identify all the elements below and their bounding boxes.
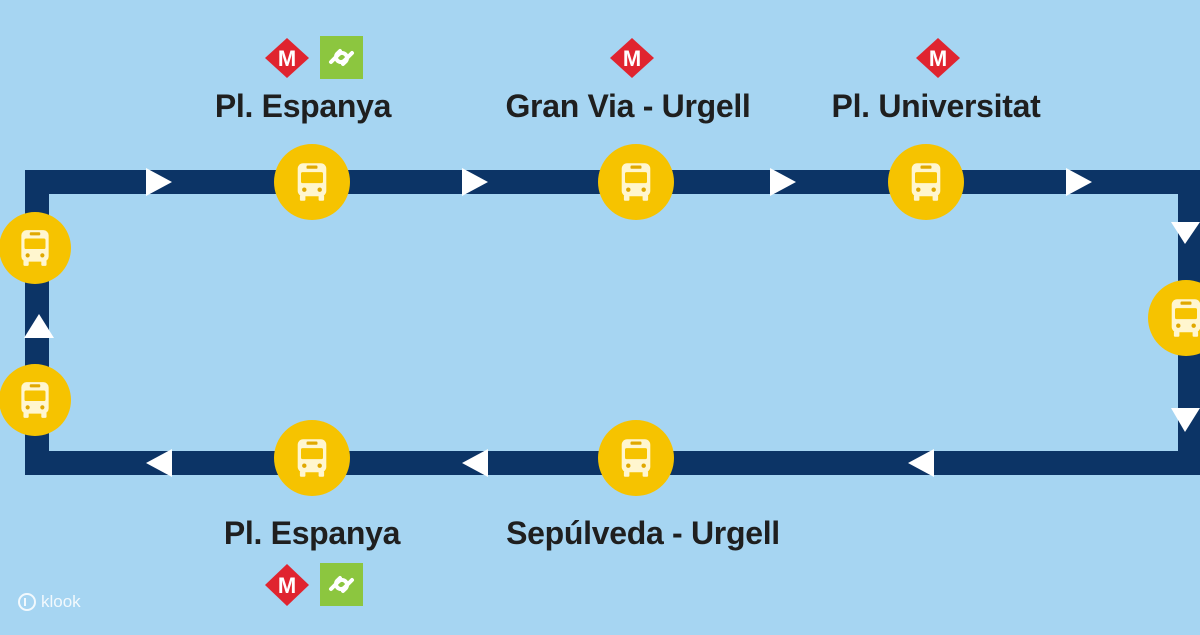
bus-stop-icon: [274, 420, 350, 496]
arrow-right-icon: [1066, 168, 1092, 196]
svg-text:M: M: [278, 573, 296, 598]
arrow-left-icon: [146, 449, 172, 477]
stop-label-pl-universitat: Pl. Universitat: [831, 88, 1041, 124]
bus-stop-icon: [0, 212, 71, 284]
arrow-left-icon: [908, 449, 934, 477]
stop-label-sepulveda-urgell: Sepúlveda - Urgell: [506, 515, 780, 551]
metro-icon: M: [916, 38, 960, 78]
metro-icon: M: [265, 38, 309, 78]
klook-logo-icon: [18, 593, 36, 611]
bus-stop-icon: [598, 144, 674, 220]
stop-label-pl-espanya-bottom: Pl. Espanya: [223, 515, 401, 551]
metro-icon: M: [265, 564, 309, 606]
fgc-icon: [320, 36, 363, 79]
arrow-right-icon: [146, 168, 172, 196]
bus-stop-icon: [888, 144, 964, 220]
svg-text:M: M: [929, 46, 947, 71]
metro-icon: M: [610, 38, 654, 78]
arrow-left-icon: [462, 449, 488, 477]
stop-label-pl-espanya-top: Pl. Espanya: [214, 88, 392, 124]
bus-stop-icon: [0, 364, 71, 436]
watermark: klook: [18, 592, 81, 612]
bus-stop-icon: [1148, 280, 1200, 356]
arrow-right-icon: [770, 168, 796, 196]
bus-stop-icon: [598, 420, 674, 496]
watermark-text: klook: [41, 592, 81, 611]
svg-text:M: M: [623, 46, 641, 71]
stop-label-gran-via-urgell: Gran Via - Urgell: [505, 88, 751, 124]
fgc-icon: [320, 563, 363, 606]
svg-text:M: M: [278, 46, 296, 71]
arrow-down-icon: [1171, 222, 1200, 244]
arrow-up-icon: [24, 314, 54, 338]
bus-stop-icon: [274, 144, 350, 220]
arrow-down-icon: [1171, 408, 1200, 432]
route-line: [25, 170, 1200, 475]
arrow-right-icon: [462, 168, 488, 196]
